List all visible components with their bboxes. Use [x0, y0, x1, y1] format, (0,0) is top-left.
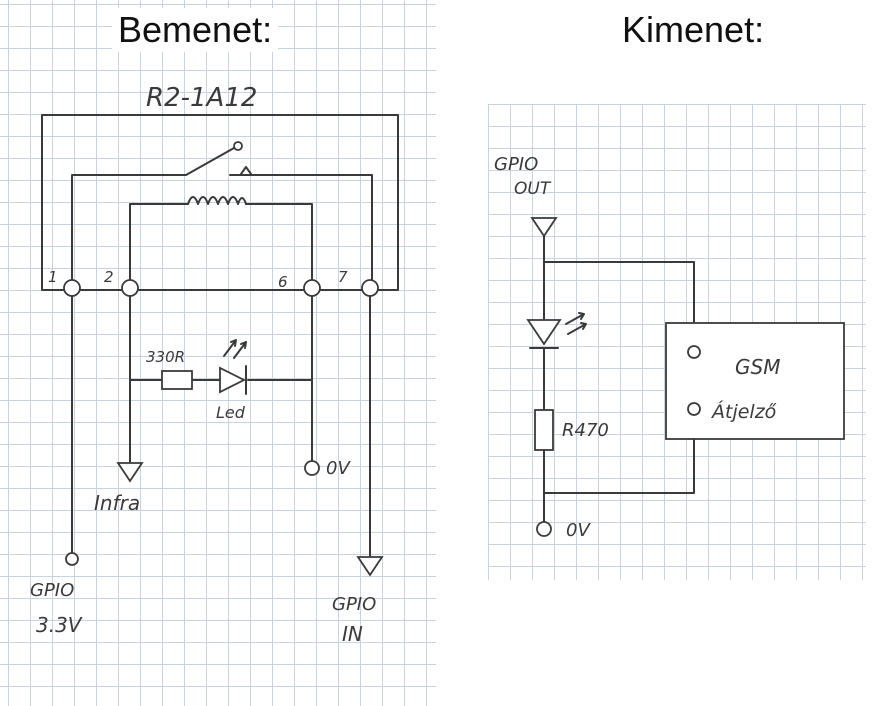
coil-wire — [129, 203, 313, 289]
switch-wire-left — [71, 174, 187, 289]
resistor-label: 330R — [146, 348, 185, 366]
led-rays — [223, 339, 247, 359]
switch-wire-right — [229, 174, 373, 289]
pin-label-7: 7 — [338, 268, 348, 286]
wire-bottom-loop — [543, 415, 695, 494]
gpio-in-terminal — [356, 556, 384, 577]
gpio-out-label-line1: GPIO — [494, 154, 538, 175]
input-heading: Bemenet: — [112, 8, 279, 52]
coil-symbol — [187, 196, 247, 205]
pin-label-6: 6 — [278, 273, 288, 291]
switch-pivot — [233, 141, 243, 151]
gsm-label-line1: GSM — [735, 355, 780, 379]
ground-terminal — [304, 460, 320, 476]
output-ground-terminal — [536, 521, 552, 537]
switch-contact-tick — [240, 166, 252, 175]
relay-pin-2 — [121, 279, 139, 297]
output-circuit: GPIO OUT R470 0V GSM Átjelző — [494, 154, 845, 541]
relay-outer-wire — [41, 114, 399, 291]
output-led-symbol — [526, 319, 562, 346]
output-led-rays — [565, 312, 587, 335]
resistor-r470 — [534, 409, 554, 451]
output-heading: Kimenet: — [616, 8, 771, 52]
gsm-module-box — [665, 322, 845, 440]
switch-arm — [185, 147, 235, 176]
input-circuit: R2-1A12 1 2 6 7 330R Led 0V Infra GPIO 3… — [30, 83, 399, 646]
gsm-label-line2: Átjelző — [710, 400, 777, 423]
infra-label: Infra — [94, 491, 140, 515]
gsm-pin-top — [687, 345, 701, 359]
gpio-in-label-line2: IN — [342, 622, 363, 646]
pin-label-1: 1 — [48, 268, 58, 286]
relay-pin-1 — [63, 279, 81, 297]
relay-pin-6 — [303, 279, 321, 297]
gpio33-label-line2: 3.3V — [36, 613, 83, 637]
led-label: Led — [216, 403, 246, 422]
gpio-out-terminal — [530, 217, 558, 238]
led-symbol — [219, 366, 247, 394]
resistor-330r — [161, 370, 193, 390]
wire-top-loop — [543, 261, 695, 347]
pin-label-2: 2 — [104, 268, 114, 286]
gpio-out-label-line2: OUT — [514, 179, 552, 199]
gpio33-terminal — [65, 552, 79, 566]
gpio33-label-line1: GPIO — [30, 580, 74, 601]
output-ground-label: 0V — [566, 520, 591, 541]
relay-label: R2-1A12 — [146, 83, 257, 113]
ground-label: 0V — [326, 458, 351, 479]
gsm-pin-bottom — [687, 402, 701, 416]
infra-terminal — [116, 462, 144, 483]
gpio-in-label-line1: GPIO — [332, 594, 376, 615]
r470-label: R470 — [562, 420, 609, 441]
relay-pin-7 — [361, 279, 379, 297]
